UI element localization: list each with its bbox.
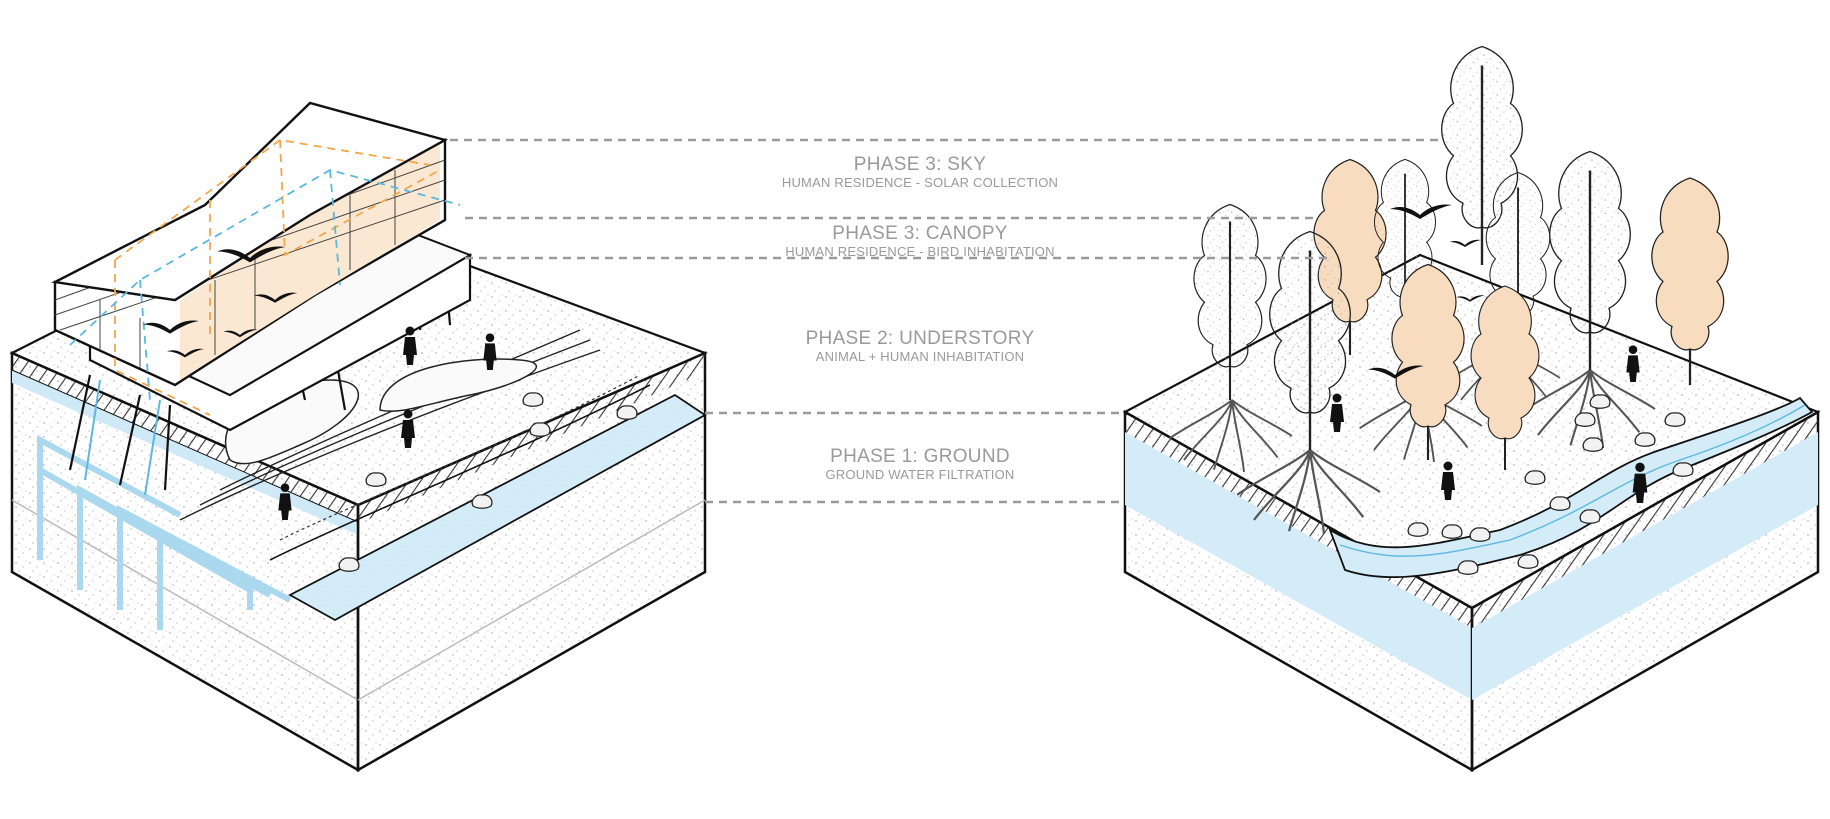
left-building-facade-panels [180, 142, 440, 380]
right-stream [1328, 396, 1814, 579]
phase-subtitle-canopy: HUMAN RESIDENCE - BIRD INHABITATION [785, 244, 1054, 259]
rock-icon [522, 392, 544, 407]
rock-icon [529, 422, 551, 437]
left-river-bank [279, 374, 641, 541]
left-site-model [9, 101, 708, 773]
right-block-hatch-right [1472, 412, 1818, 628]
phase-leader-lines [450, 138, 1440, 504]
rock-icon [1589, 394, 1611, 409]
rock-icon [1469, 527, 1491, 542]
rock-icon [1672, 462, 1694, 477]
rock-icon [616, 405, 638, 420]
rock-icon [1634, 432, 1656, 447]
rock-icon [1457, 560, 1479, 575]
rock-icon [1524, 470, 1546, 485]
phase-title-ground: PHASE 1: GROUND [830, 446, 1010, 467]
rock-icon [1582, 437, 1604, 452]
rock-icon [1579, 509, 1601, 524]
rock-icon [1574, 412, 1596, 427]
left-curved-platform [379, 358, 537, 412]
rock-icon [1407, 522, 1429, 537]
rock-icon [1549, 496, 1571, 511]
phase-title-sky: PHASE 3: SKY [854, 154, 986, 175]
left-block-stratum-line [11, 499, 359, 701]
rock-icon [365, 472, 387, 487]
left-terrace-path-3 [219, 329, 581, 491]
left-river-channel [288, 393, 707, 622]
left-block-ground-water-band [12, 370, 358, 535]
left-river-edge [269, 384, 651, 561]
phase-subtitle-ground: GROUND WATER FILTRATION [826, 467, 1015, 482]
left-bird-habitat-outline [69, 169, 461, 401]
rock-icon [1664, 412, 1686, 427]
rock-icon [338, 557, 360, 572]
right-stream-flow-line [1339, 404, 1806, 557]
left-geothermal-pipes [37, 434, 292, 630]
rock-icon [471, 494, 493, 509]
left-block-right-stratum-line [357, 499, 706, 701]
bird-icon [1450, 239, 1481, 247]
left-building-roof [51, 101, 449, 302]
right-site-model [1122, 45, 1821, 773]
phase-labels: PHASE 3: SKY HUMAN RESIDENCE - SOLAR COL… [782, 154, 1058, 482]
rock-icon [1517, 554, 1539, 569]
left-support-columns-blue [84, 379, 161, 496]
rock-icon [1441, 524, 1463, 539]
phase-title-understory: PHASE 2: UNDERSTORY [806, 328, 1035, 349]
phase-title-canopy: PHASE 3: CANOPY [832, 223, 1008, 244]
phase-subtitle-sky: HUMAN RESIDENCE - SOLAR COLLECTION [782, 175, 1058, 190]
phase-subtitle-understory: ANIMAL + HUMAN INHABITATION [816, 349, 1025, 364]
left-solar-collection-outline [114, 139, 441, 416]
right-block-water-table-right [1472, 432, 1818, 700]
right-block-water-table-left [1125, 432, 1472, 700]
